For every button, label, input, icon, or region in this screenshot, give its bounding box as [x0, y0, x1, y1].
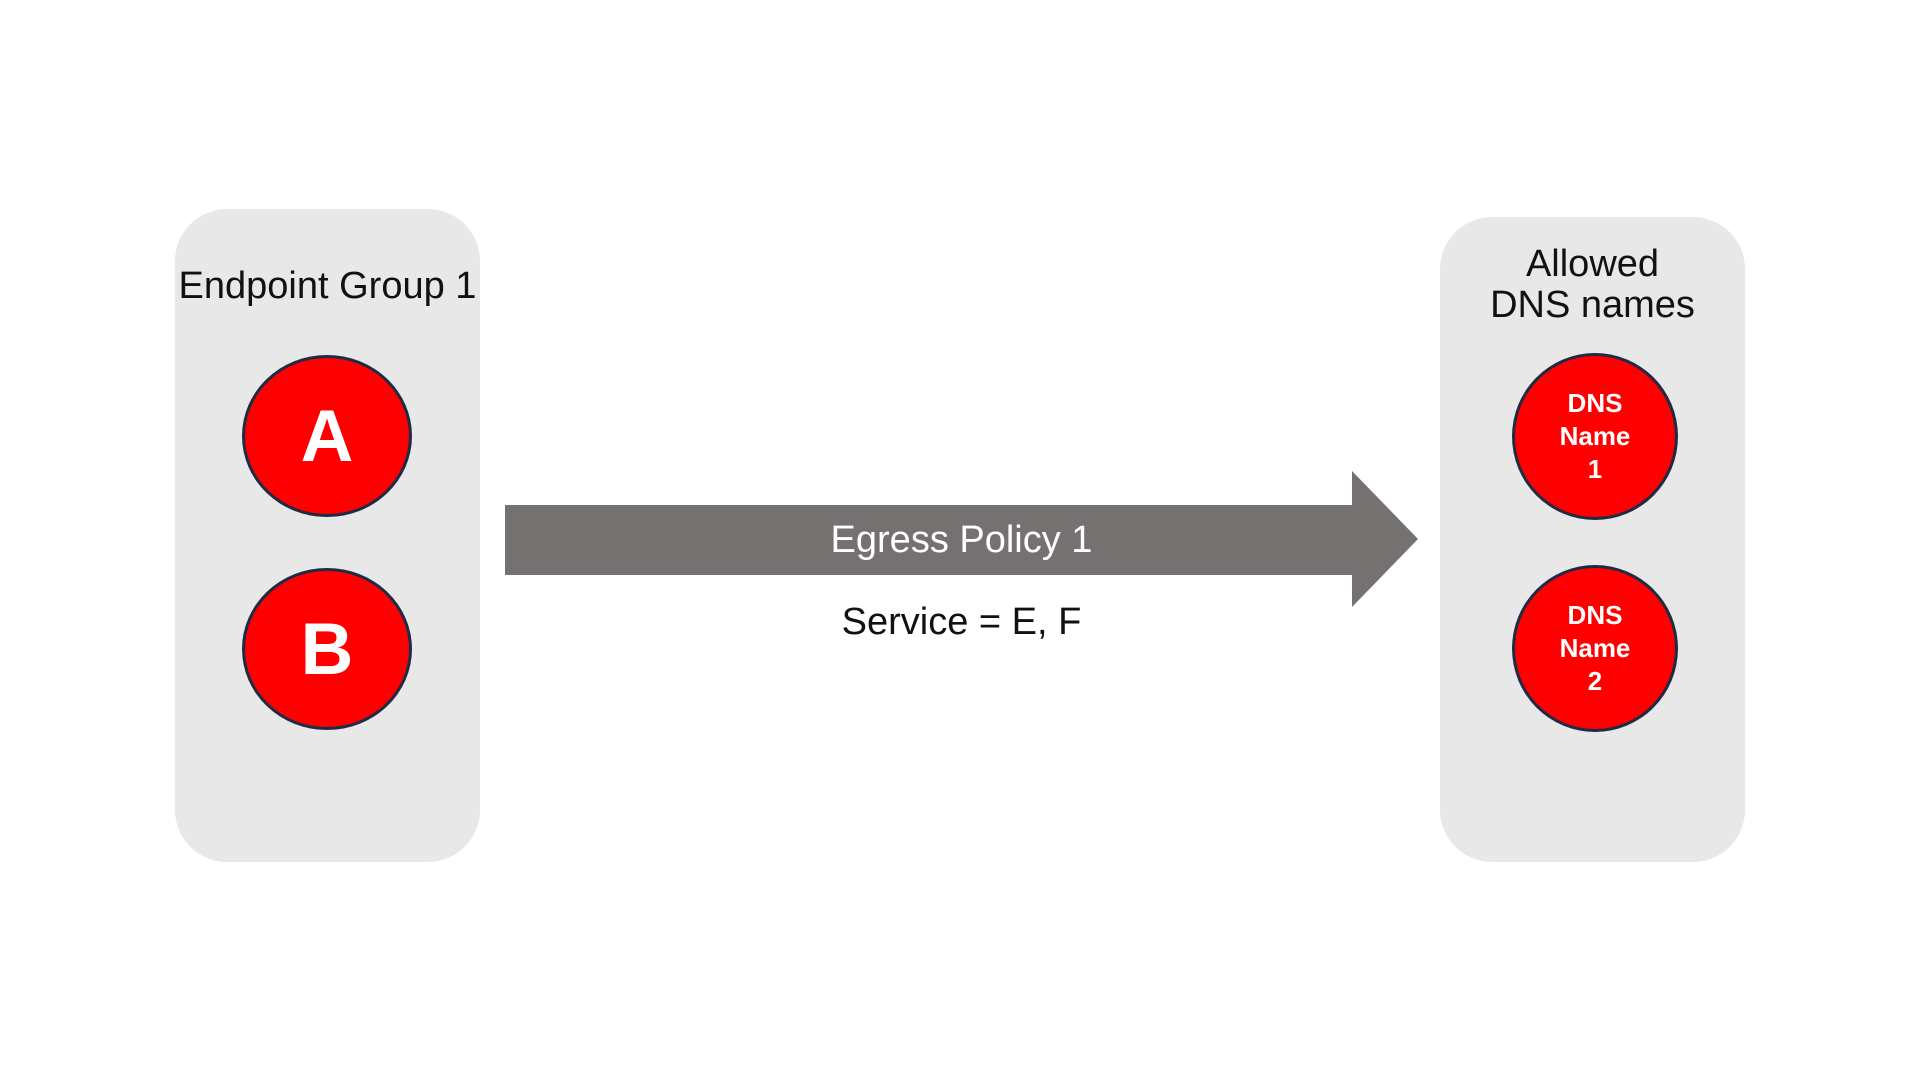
endpoint-node-a-label: A [300, 395, 354, 477]
allowed-dns-title: Allowed DNS names [1440, 244, 1745, 326]
dns-name-1-node: DNS Name 1 [1512, 353, 1678, 520]
dns-name-2-line1: DNS [1567, 600, 1623, 630]
endpoint-group-box: Endpoint Group 1 A B [175, 209, 480, 862]
egress-policy-label: Egress Policy 1 [830, 518, 1093, 561]
dns-name-2-line2: Name [1559, 633, 1631, 663]
egress-arrow-head-icon [1352, 471, 1418, 607]
allowed-dns-title-line1: Allowed [1525, 243, 1660, 285]
allowed-dns-title-line2: DNS names [1490, 284, 1695, 326]
dns-name-1-line1: DNS [1567, 388, 1623, 418]
endpoint-group-title: Endpoint Group 1 [178, 265, 477, 307]
dns-name-1-line3: 1 [1587, 454, 1603, 484]
dns-name-1-line2: Name [1559, 421, 1631, 451]
dns-name-2-node: DNS Name 2 [1512, 565, 1678, 732]
endpoint-node-a: A [242, 355, 412, 517]
endpoint-node-b: B [242, 568, 412, 730]
egress-arrow-body [505, 505, 1352, 575]
dns-name-2-line3: 2 [1587, 666, 1603, 696]
endpoint-node-b-label: B [300, 608, 354, 690]
service-label: Service = E, F [841, 601, 1082, 643]
allowed-dns-box: Allowed DNS names DNS Name 1 DNS Name 2 [1440, 217, 1745, 862]
